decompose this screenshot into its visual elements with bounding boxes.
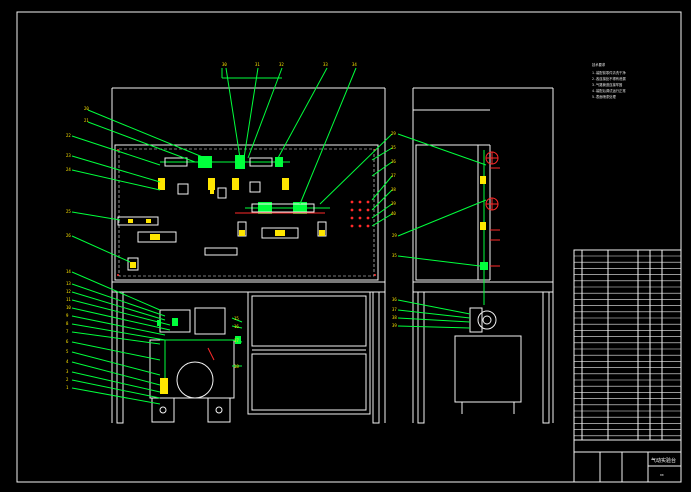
svg-text:16: 16: [234, 324, 239, 329]
svg-text:37: 37: [391, 173, 396, 178]
right-callouts: 29 35 36 37 38 39 40: [391, 131, 396, 216]
svg-text:2.各连接处不得有泄漏: 2.各连接处不得有泄漏: [592, 76, 626, 81]
svg-text:4: 4: [66, 359, 69, 364]
svg-text:22: 22: [66, 133, 71, 138]
drawing-border: [16, 11, 682, 483]
svg-text:3: 3: [66, 369, 69, 374]
svg-text:35: 35: [392, 253, 397, 258]
svg-text:14: 14: [66, 269, 71, 274]
svg-text:1: 1: [66, 385, 69, 390]
svg-text:38: 38: [391, 187, 396, 192]
title-block-number: 00: [660, 473, 664, 477]
svg-text:38: 38: [392, 315, 397, 320]
svg-text:9: 9: [66, 313, 69, 318]
left-callouts: 20 21 22 23 24 25 26 14 13 12 11 10 9 8 …: [66, 106, 89, 390]
svg-text:36: 36: [391, 159, 396, 164]
svg-text:6: 6: [66, 339, 69, 344]
svg-text:39: 39: [392, 323, 397, 328]
indicator-lamp-matrix: [350, 200, 370, 228]
svg-text:10: 10: [66, 305, 71, 310]
top-callouts: 30 31 32 33 34: [222, 62, 357, 67]
front-view: 20 21 22 23 24 25 26 14 13 12 11 10 9 8 …: [66, 62, 396, 424]
svg-text:17: 17: [234, 338, 239, 343]
svg-text:21: 21: [84, 118, 89, 123]
svg-text:7: 7: [66, 329, 69, 334]
svg-text:31: 31: [255, 62, 260, 67]
svg-text:1.装配前零件清洗干净: 1.装配前零件清洗干净: [592, 70, 626, 75]
svg-text:33: 33: [323, 62, 328, 67]
svg-text:15: 15: [234, 316, 239, 321]
technical-notes: 技术要求 1.装配前零件清洗干净 2.各连接处不得有泄漏 3.气路管道连接牢固 …: [592, 62, 626, 99]
svg-text:37: 37: [392, 307, 397, 312]
side-compressor: [454, 335, 522, 403]
svg-text:32: 32: [279, 62, 284, 67]
svg-text:5.表面喷漆处理: 5.表面喷漆处理: [592, 94, 616, 99]
side-panel: [415, 144, 479, 281]
svg-text:25: 25: [66, 209, 71, 214]
side-callouts: 29 35 36 37 38 39: [392, 233, 397, 328]
svg-text:36: 36: [392, 297, 397, 302]
svg-text:29: 29: [392, 233, 397, 238]
bottom-callouts: 15 16 17 18: [234, 316, 239, 369]
svg-text:13: 13: [66, 281, 71, 286]
svg-text:40: 40: [391, 211, 396, 216]
bill-of-materials: 气动实验台 00: [573, 249, 682, 483]
svg-text:3.气路管道连接牢固: 3.气路管道连接牢固: [592, 82, 622, 87]
svg-text:34: 34: [352, 62, 357, 67]
svg-text:35: 35: [391, 145, 396, 150]
svg-text:26: 26: [66, 233, 71, 238]
svg-text:20: 20: [84, 106, 89, 111]
svg-text:8: 8: [66, 321, 69, 326]
svg-text:18: 18: [234, 364, 239, 369]
svg-text:4.装配后调试运行正常: 4.装配后调试运行正常: [592, 88, 626, 93]
svg-text:29: 29: [391, 131, 396, 136]
svg-text:39: 39: [391, 201, 396, 206]
svg-text:24: 24: [66, 167, 71, 172]
svg-text:11: 11: [66, 297, 71, 302]
svg-text:2: 2: [66, 377, 69, 382]
svg-text:5: 5: [66, 349, 69, 354]
drawer-cabinet: [247, 291, 371, 415]
side-view: 29 35 36 37 38 39: [392, 87, 554, 424]
svg-text:技术要求: 技术要求: [592, 62, 606, 67]
svg-text:12: 12: [66, 289, 71, 294]
svg-text:23: 23: [66, 153, 71, 158]
table-top: [111, 281, 386, 293]
svg-text:30: 30: [222, 62, 227, 67]
title-block-title: 气动实验台: [651, 457, 676, 464]
